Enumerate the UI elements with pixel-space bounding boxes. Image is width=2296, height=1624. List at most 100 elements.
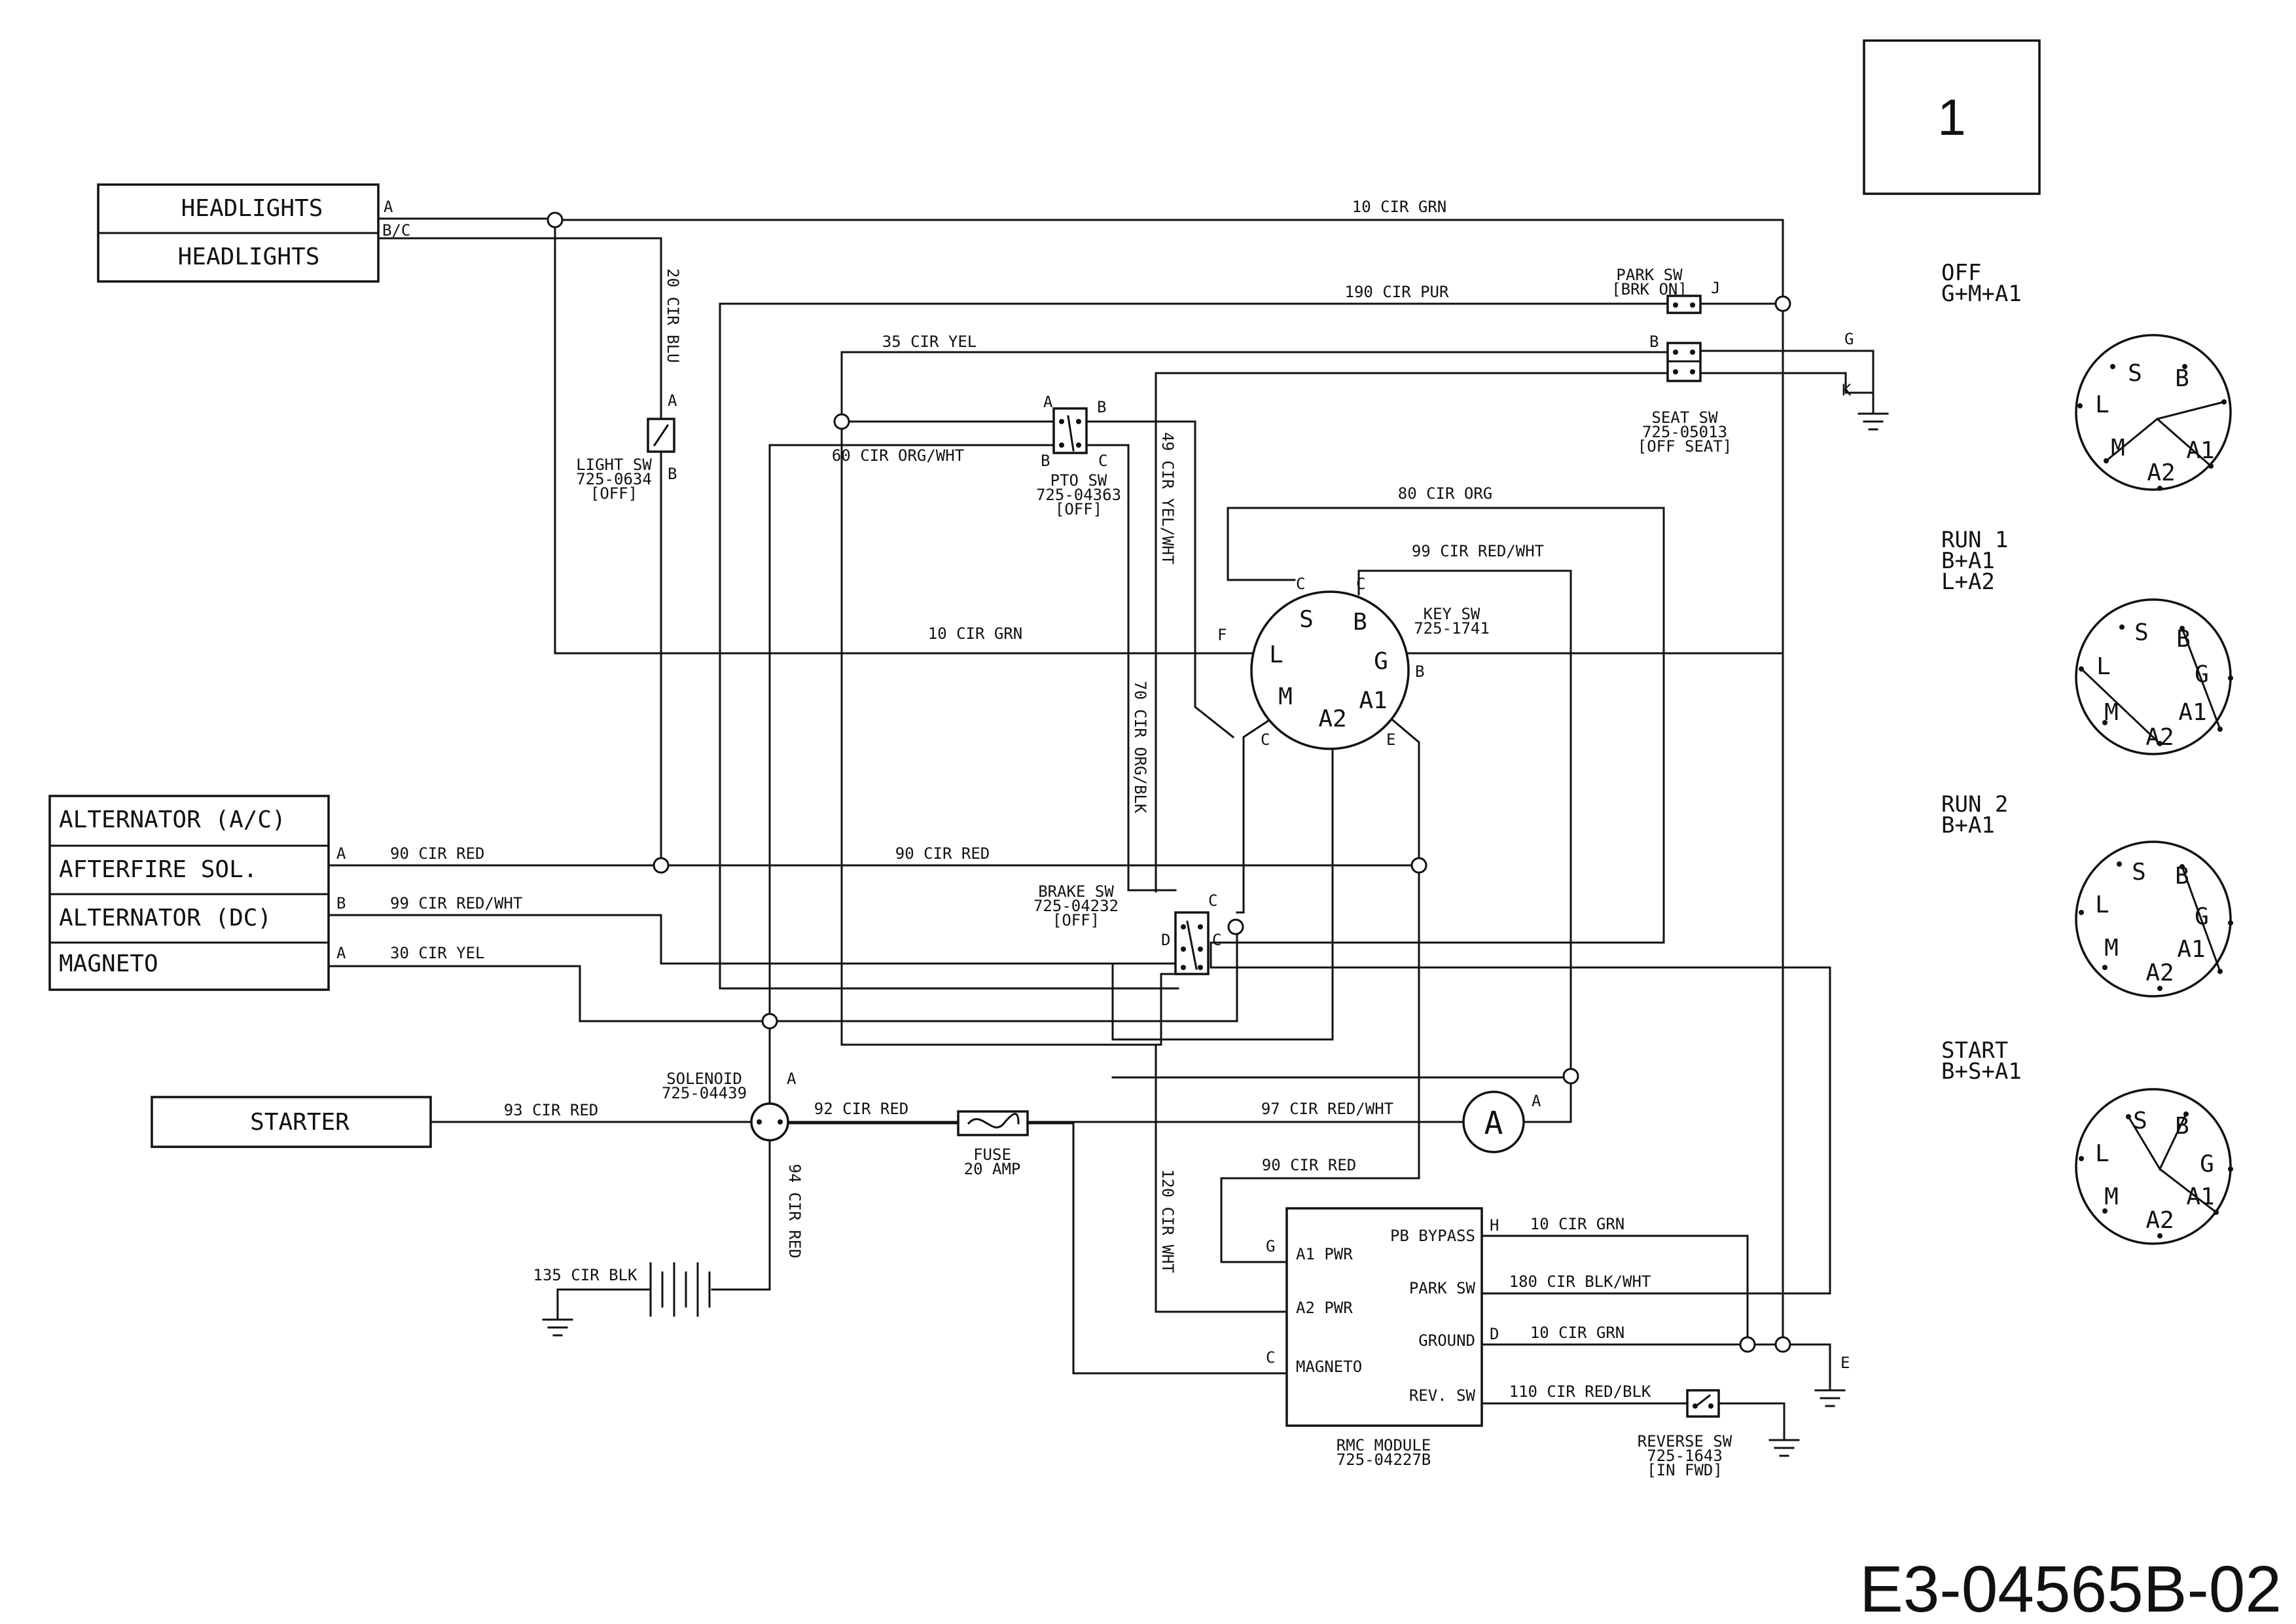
key-pos-off-name: OFF: [1941, 260, 1981, 286]
rmc-park-sw: PARK SW: [1409, 1279, 1476, 1297]
key-sw-name: KEY SW: [1424, 605, 1480, 623]
key-pin-c3: C: [1261, 731, 1270, 749]
light-switch: A B LIGHT SW 725-0634 [OFF]: [576, 391, 677, 503]
solenoid-part: 725-04439: [662, 1084, 747, 1102]
key-pin-f: F: [1217, 626, 1227, 644]
brake-sw-name: BRAKE SW: [1038, 882, 1114, 901]
key-pos-start-name: START: [1941, 1038, 2008, 1064]
light-sw-pin-b: B: [668, 465, 677, 483]
wire-label-35-yel: 35 CIR YEL: [882, 333, 977, 351]
wire-label-90-red-a: 90 CIR RED: [390, 844, 485, 863]
wire-label-20-blu: 20 CIR BLU: [664, 268, 682, 363]
dial-run2-l: L: [2095, 892, 2109, 918]
seat-pin-b: B: [1649, 333, 1659, 351]
key-term-s: S: [1299, 606, 1314, 633]
dial-run2-m: M: [2104, 935, 2119, 962]
reverse-sw-name: REVERSE SW: [1638, 1432, 1732, 1451]
key-pin-e: E: [1386, 731, 1395, 749]
starter-box: STARTER: [151, 1096, 432, 1148]
brake-sw-part: 725-04232: [1033, 897, 1119, 915]
wire-label-120-wht: 120 CIR WHT: [1158, 1169, 1177, 1273]
wire-label-90-red-c: 90 CIR RED: [1262, 1156, 1357, 1174]
wire-label-110-redblk: 110 CIR RED/BLK: [1509, 1382, 1651, 1401]
ground-pin-e: E: [1840, 1354, 1850, 1372]
key-term-b: B: [1353, 609, 1367, 636]
starter-label: STARTER: [250, 1109, 350, 1136]
seat-sw-name: SEAT SW: [1651, 408, 1718, 427]
dial-off-l: L: [2095, 391, 2109, 418]
reverse-sw-state: [IN FWD]: [1647, 1461, 1723, 1479]
rmc-a2-pwr: A2 PWR: [1296, 1299, 1353, 1317]
afterfire-sol-label: AFTERFIRE SOL.: [59, 856, 257, 883]
ammeter-pin-a: A: [1532, 1092, 1541, 1110]
dial-run2-b: B: [2175, 863, 2189, 890]
key-pos-run1-combo: B+A1: [1941, 548, 1995, 574]
solenoid-pin-a: A: [787, 1070, 797, 1088]
light-sw-part: 725-0634: [576, 470, 652, 488]
key-pos-run2-combo: B+A1: [1941, 812, 1995, 839]
headlights-label-2: HEADLIGHTS: [178, 244, 320, 270]
rmc-pin-g: G: [1266, 1237, 1275, 1255]
key-pos-start-combo: B+S+A1: [1941, 1058, 2022, 1085]
dial-start-s: S: [2133, 1108, 2147, 1134]
rmc-part: 725-04227B: [1336, 1451, 1431, 1469]
pto-sw-part: 725-04363: [1036, 486, 1121, 504]
rmc-module: PB BYPASS A1 PWR PARK SW A2 PWR GROUND M…: [1266, 1207, 1499, 1469]
wire-label-135-blk: 135 CIR BLK: [533, 1266, 637, 1284]
pto-pin-c: C: [1098, 452, 1107, 470]
key-dial-run2: S B L G M A1 A2: [2075, 840, 2233, 998]
magneto-label: MAGNETO: [59, 950, 158, 977]
pto-pin-b1: B: [1097, 398, 1106, 416]
dial-start-a2: A2: [2145, 1207, 2174, 1234]
dial-run2-s: S: [2132, 859, 2146, 886]
wire-label-30-yel: 30 CIR YEL: [390, 944, 485, 962]
key-dial-start: S B L G M A1 A2: [2075, 1088, 2233, 1245]
dial-off-b: B: [2175, 365, 2189, 392]
battery: [649, 1262, 711, 1317]
key-sw-part: 725-1741: [1414, 619, 1490, 638]
dial-run1-s: S: [2134, 619, 2149, 646]
page-number: 1: [1937, 88, 1965, 146]
wire-label-10-grn-h: 10 CIR GRN: [1530, 1215, 1625, 1233]
solenoid: A SOLENOID 725-04439: [662, 1070, 797, 1142]
dial-start-g: G: [2200, 1151, 2214, 1178]
solenoid-name: SOLENOID: [666, 1070, 742, 1088]
wire-label-49-yelwht: 49 CIR YEL/WHT: [1158, 432, 1177, 564]
seat-sw-part: 725-05013: [1642, 423, 1727, 441]
wire-label-10-grn-d: 10 CIR GRN: [1530, 1324, 1625, 1342]
fuse-name: FUSE: [973, 1146, 1011, 1164]
rmc-pb-bypass: PB BYPASS: [1390, 1227, 1475, 1245]
key-term-m: M: [1278, 683, 1293, 710]
rmc-pin-d: D: [1490, 1325, 1499, 1343]
park-sw-name: PARK SW: [1616, 266, 1683, 284]
dial-start-b: B: [2175, 1113, 2189, 1140]
ground-symbol-battery: [542, 1318, 573, 1337]
dial-off-a1: A1: [2186, 437, 2214, 464]
pto-switch: A B B C PTO SW 725-04363 [OFF]: [1036, 393, 1121, 518]
alternator-pin-a: A: [336, 844, 346, 863]
dial-run1-m: M: [2104, 699, 2119, 726]
reverse-switch: REVERSE SW 725-1643 [IN FWD]: [1638, 1389, 1732, 1479]
rmc-pin-h: H: [1490, 1216, 1499, 1235]
rmc-a1-pwr: A1 PWR: [1296, 1245, 1353, 1263]
dial-off-a2: A2: [2147, 460, 2175, 486]
park-pin-j: J: [1711, 279, 1720, 297]
ammeter-symbol: A: [1484, 1105, 1503, 1142]
pto-sw-state: [OFF]: [1055, 500, 1102, 518]
pto-pin-a: A: [1043, 393, 1053, 411]
ground-symbol-rmc: E: [1814, 1354, 1850, 1407]
headlights-box: HEADLIGHTS HEADLIGHTS: [97, 183, 380, 283]
key-term-a1: A1: [1359, 687, 1387, 714]
rmc-name: RMC MODULE: [1336, 1436, 1431, 1454]
fuse: FUSE 20 AMP: [957, 1110, 1029, 1178]
key-term-a2: A2: [1318, 706, 1346, 732]
park-switch: J PARK SW [BRK ON]: [1611, 266, 1720, 314]
dial-start-m: M: [2104, 1183, 2119, 1210]
ground-pin-g: G: [1844, 330, 1854, 348]
key-dial-run1: S B L G M A1 A2: [2075, 598, 2233, 755]
wire-label-60-orgwht: 60 CIR ORG/WHT: [832, 446, 964, 465]
dial-start-l: L: [2095, 1140, 2109, 1167]
ground-symbols: E: [542, 412, 1889, 1457]
fuse-rating: 20 AMP: [964, 1160, 1021, 1178]
